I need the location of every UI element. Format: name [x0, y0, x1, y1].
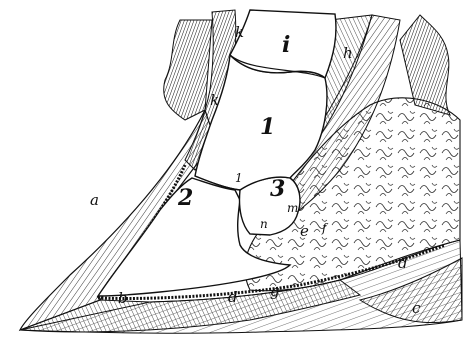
label-g: g [270, 282, 280, 300]
label-1-small: 1 [235, 171, 243, 185]
label-d-upper: d [398, 254, 408, 272]
label-2: 2 [177, 185, 193, 211]
label-n: n [260, 217, 268, 231]
label-k-top: k [235, 23, 244, 41]
label-e: e [300, 222, 309, 240]
label-1-large: 1 [260, 114, 275, 140]
label-a: a [90, 191, 99, 209]
label-3: 3 [270, 176, 285, 202]
label-i: i [282, 32, 290, 58]
label-m: m [287, 201, 298, 215]
label-b: b [118, 289, 128, 307]
hair-tuft-left [164, 20, 212, 120]
label-h: h [343, 44, 353, 62]
label-k-mid: k [210, 91, 219, 109]
label-d-lower: d [228, 288, 238, 306]
label-c: c [412, 299, 421, 317]
